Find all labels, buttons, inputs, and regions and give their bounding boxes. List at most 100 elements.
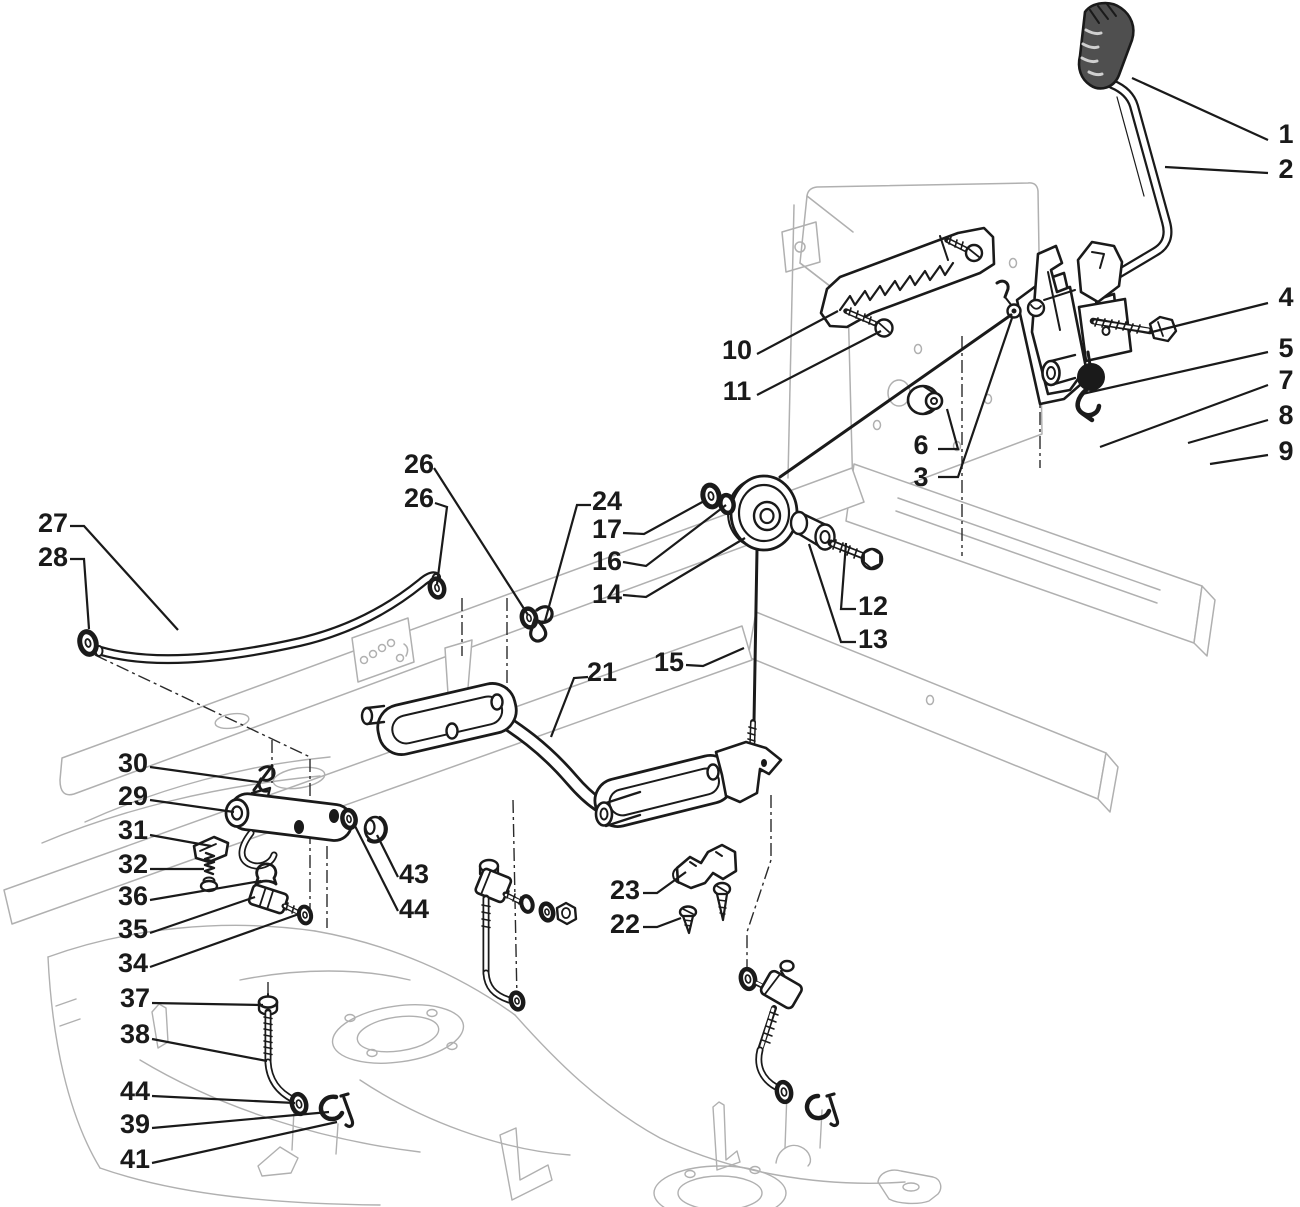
callout-6: 6 (913, 430, 928, 460)
washers-17-16 (700, 482, 736, 516)
callout-3: 3 (913, 462, 928, 492)
parts (77, 1, 1178, 1128)
quadrant-plate-10 (819, 226, 996, 329)
callout-24: 24 (592, 486, 622, 516)
callout-7: 7 (1278, 365, 1293, 395)
bushing-and-spring-5 (1075, 350, 1105, 423)
spacer-13 (789, 510, 836, 551)
callout-leader-9 (1209, 453, 1269, 466)
callout-leader-10 (756, 310, 839, 355)
callout-leader-28 (70, 557, 91, 630)
callout-leader-34 (149, 912, 300, 969)
callout-leader-2 (1164, 165, 1269, 175)
callout-15: 15 (654, 647, 684, 677)
callout-44: 44 (120, 1076, 150, 1106)
callout-leader-39 (151, 1110, 330, 1130)
callout-11: 11 (723, 376, 752, 406)
pin-30 (252, 764, 276, 793)
cutting-deck-background (41, 712, 942, 1207)
lever-handle-grip (1077, 1, 1135, 90)
lift-lever-rod (1107, 79, 1173, 279)
callout-leader-44 (151, 1094, 296, 1105)
cotter-pin-24 (529, 605, 554, 643)
lift-cable-3 (778, 279, 1022, 479)
callout-27: 27 (38, 508, 68, 538)
callout-14: 14 (592, 579, 622, 609)
callout-leader-22 (643, 916, 682, 929)
callout-36: 36 (118, 881, 148, 911)
callout-23: 23 (610, 875, 640, 905)
callout-leader-44 (353, 823, 399, 912)
callout-leader-43 (376, 834, 399, 878)
callout-leader-21 (549, 675, 589, 738)
callout-26: 26 (404, 449, 434, 479)
callout-leader-35 (149, 895, 256, 935)
screw-4 (1089, 315, 1178, 343)
callout-leader-27 (70, 524, 179, 631)
hook-rod-38 (257, 993, 298, 1104)
callout-2: 2 (1278, 154, 1293, 184)
washer-34 (296, 904, 314, 926)
callout-35: 35 (118, 914, 148, 944)
clip-36 (254, 862, 278, 886)
callout-leader-36 (149, 879, 262, 902)
bracket-arm-29 (224, 786, 354, 870)
middle-adjuster-rod (474, 858, 527, 1004)
clip-39 (318, 1094, 345, 1122)
callout-leader-15 (685, 646, 745, 668)
screws-22 (678, 881, 732, 935)
callout-leader-14 (622, 537, 746, 599)
callout-41: 41 (120, 1144, 150, 1174)
callout-39: 39 (120, 1109, 150, 1139)
callout-1: 1 (1278, 119, 1293, 149)
grommet-6 (906, 384, 944, 416)
callout-leader-3 (938, 317, 1014, 479)
callout-leader-38 (151, 1037, 268, 1063)
washer-44-upper (340, 807, 358, 831)
callout-leader-4 (1151, 301, 1269, 334)
callout-16: 16 (592, 546, 622, 576)
bracket-31 (192, 835, 230, 864)
callout-44: 44 (399, 894, 429, 924)
callout-10: 10 (722, 335, 752, 365)
right-hook-rod (738, 959, 840, 1127)
callout-leader-6 (938, 408, 960, 451)
callout-leader-26 (434, 501, 449, 585)
lever-head-assembly (1076, 240, 1133, 363)
callout-26: 26 (404, 483, 434, 513)
adjuster-washers-nut (508, 894, 578, 1012)
callout-34: 34 (118, 948, 148, 978)
bracket-23 (672, 843, 738, 890)
callouts: 1245789101163241716141512132126262728302… (38, 76, 1294, 1174)
bushing-43 (363, 815, 388, 844)
callout-17: 17 (592, 514, 622, 544)
lever-mount-plates (1015, 244, 1090, 406)
left-lever-plate (360, 682, 518, 756)
callout-leader-1 (1131, 76, 1269, 142)
callout-leader-7 (1099, 383, 1269, 449)
callout-43: 43 (399, 859, 429, 889)
callout-leader-12 (839, 542, 856, 611)
callout-leader-30 (149, 765, 259, 784)
right-lever-plate (593, 740, 783, 828)
callout-30: 30 (118, 748, 148, 778)
callout-38: 38 (120, 1019, 150, 1049)
washer-44-lower (289, 1091, 309, 1117)
callout-5: 5 (1278, 333, 1293, 363)
callout-leader-29 (149, 798, 235, 814)
pin-41 (339, 1092, 355, 1128)
callout-9: 9 (1278, 436, 1293, 466)
callout-leader-23 (643, 871, 687, 895)
callout-12: 12 (858, 591, 888, 621)
callout-8: 8 (1278, 400, 1293, 430)
bolt-12 (827, 539, 884, 571)
callout-4: 4 (1278, 282, 1293, 312)
callout-22: 22 (610, 909, 640, 939)
callout-leader-41 (151, 1120, 338, 1165)
callout-32: 32 (118, 849, 148, 879)
callout-leader-5 (1081, 350, 1269, 396)
callout-leader-13 (807, 543, 856, 644)
callout-21: 21 (587, 657, 617, 687)
